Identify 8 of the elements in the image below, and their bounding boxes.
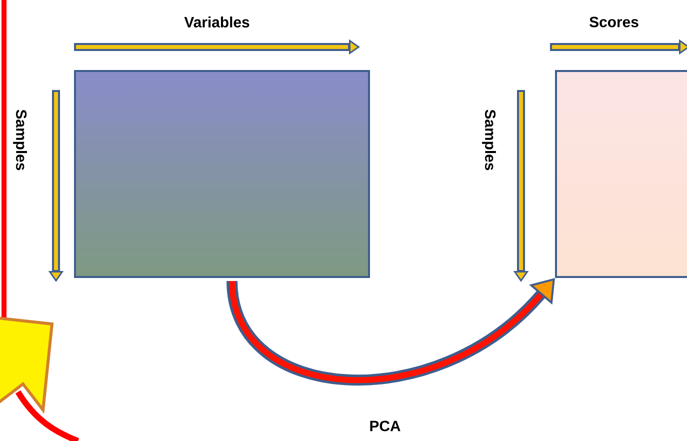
axis-label: Samples xyxy=(13,110,27,170)
matrix-box xyxy=(74,70,370,278)
curved-arrow xyxy=(226,278,555,386)
axis-label: Variables xyxy=(184,16,250,28)
matrix-box xyxy=(555,70,687,278)
axis-label: Samples xyxy=(482,110,496,170)
axis-label: Scores xyxy=(590,16,638,28)
edge-label: PCA xyxy=(368,420,402,432)
